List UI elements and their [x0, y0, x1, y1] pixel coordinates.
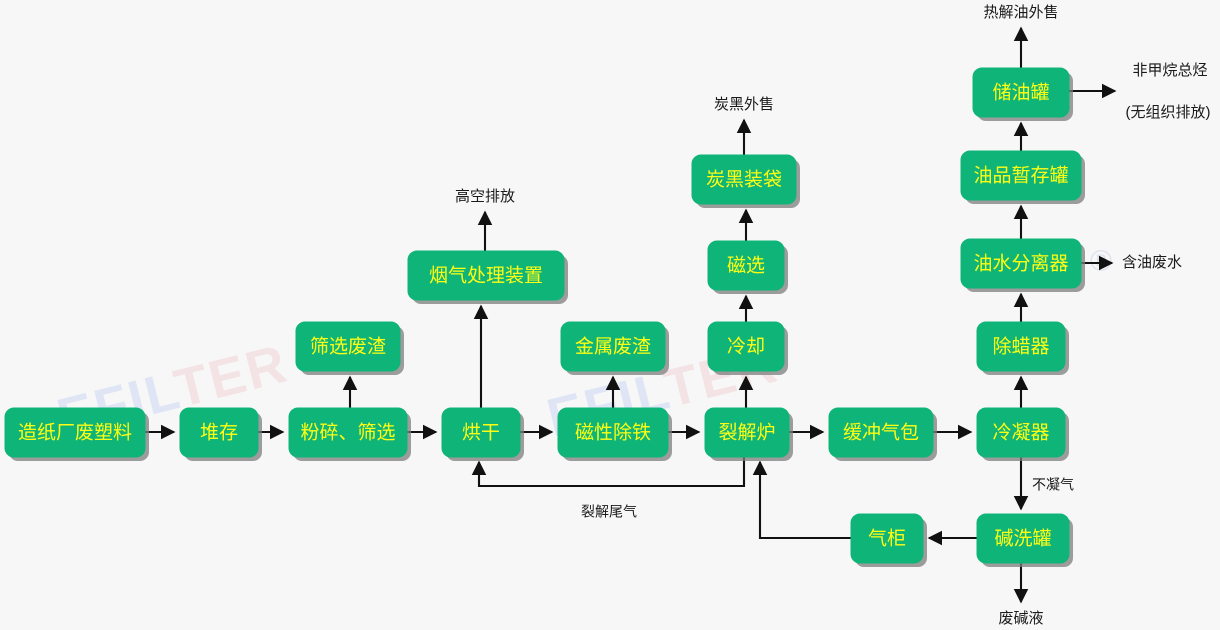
process-node[interactable]: 冷凝器 [976, 407, 1069, 461]
node-label: 粉碎、筛选 [300, 422, 395, 444]
node-box[interactable] [179, 407, 259, 458]
node-box[interactable] [960, 150, 1082, 201]
process-node[interactable]: 碱洗罐 [976, 513, 1073, 567]
node-label: 油品暂存罐 [973, 165, 1068, 187]
node-label: 油水分离器 [973, 253, 1068, 275]
edge-gasholder-to-pyrolysis [752, 460, 851, 540]
node-box[interactable] [407, 250, 565, 301]
node-box[interactable] [560, 321, 666, 372]
external-label: 炭黑外售 [714, 96, 774, 113]
node-box[interactable] [691, 154, 797, 205]
node-box[interactable] [288, 407, 408, 458]
node-box[interactable] [4, 407, 146, 458]
edge-label: 裂解尾气 [581, 504, 637, 520]
node-box[interactable] [828, 407, 934, 458]
node-box[interactable] [707, 240, 785, 291]
node-box[interactable] [960, 238, 1082, 289]
process-node[interactable]: 筛选废渣 [295, 321, 404, 375]
node-label: 炭黑装袋 [706, 169, 782, 191]
edge-label: 不凝气 [1032, 477, 1074, 493]
node-label: 烘干 [462, 422, 500, 444]
node-box[interactable] [704, 407, 790, 458]
node-box[interactable] [557, 407, 669, 458]
node-label: 储油罐 [992, 82, 1049, 104]
process-node[interactable]: 缓冲气包 [828, 407, 937, 461]
process-node[interactable]: 裂解炉 [704, 407, 793, 461]
node-label: 冷凝器 [992, 422, 1049, 444]
external-label: 非甲烷总烃 [1132, 62, 1207, 79]
external-label: 热解油外售 [983, 4, 1058, 21]
node-box[interactable] [707, 321, 785, 372]
node-box[interactable] [295, 321, 401, 372]
node-label: 金属废渣 [575, 336, 651, 358]
process-node[interactable]: 气柜 [850, 513, 927, 567]
node-label: 磁性除铁 [575, 422, 651, 444]
external-label: 高空排放 [455, 188, 515, 205]
process-node[interactable]: 堆存 [179, 407, 262, 461]
process-node[interactable]: 粉碎、筛选 [288, 407, 411, 461]
external-label: 废碱液 [998, 610, 1043, 627]
node-box[interactable] [850, 513, 924, 564]
node-label: 磁选 [727, 255, 765, 277]
node-box[interactable] [976, 513, 1070, 564]
node-box[interactable] [976, 407, 1066, 458]
process-node[interactable]: 除蜡器 [976, 321, 1069, 375]
node-label: 除蜡器 [992, 336, 1049, 358]
node-box[interactable] [976, 321, 1066, 372]
node-label: 堆存 [200, 422, 238, 444]
process-node[interactable]: 烘干 [441, 407, 524, 461]
node-label: 碱洗罐 [994, 528, 1051, 550]
node-label: 缓冲气包 [843, 422, 919, 444]
node-label: 筛选废渣 [310, 336, 386, 358]
process-node[interactable]: 造纸厂废塑料 [4, 407, 149, 461]
node-label: 裂解炉 [718, 422, 775, 444]
node-box[interactable] [972, 67, 1070, 118]
process-node[interactable]: 磁性除铁 [557, 407, 672, 461]
process-node[interactable]: 储油罐 [972, 67, 1073, 121]
node-label: 烟气处理装置 [429, 265, 543, 287]
edge-pyrolysis-to-dryer-tailgas [471, 457, 746, 488]
external-label: 含油废水 [1122, 254, 1182, 271]
node-label: 气柜 [868, 528, 906, 550]
node-label: 造纸厂废塑料 [18, 422, 132, 444]
external-label: (无组织排放) [1126, 104, 1211, 121]
process-node[interactable]: 磁选 [707, 240, 788, 294]
edge-labels-layer: 裂解尾气 不凝气 [581, 477, 1074, 520]
edges-layer [145, 26, 1117, 604]
process-node[interactable]: 金属废渣 [560, 321, 669, 375]
process-node[interactable]: 炭黑装袋 [691, 154, 800, 208]
nodes-layer: 造纸厂废塑料 堆存 粉碎、筛选 烘干 磁性除铁 裂解炉 缓冲气包 冷凝器 筛选废渣 烟气处理装置金… [4, 67, 1085, 567]
node-box[interactable] [441, 407, 521, 458]
process-node[interactable]: 油水分离器 [960, 238, 1085, 292]
process-node[interactable]: 油品暂存罐 [960, 150, 1085, 204]
node-label: 冷却 [727, 336, 765, 358]
process-node[interactable]: 烟气处理装置 [407, 250, 568, 304]
process-node[interactable]: 冷却 [707, 321, 788, 375]
